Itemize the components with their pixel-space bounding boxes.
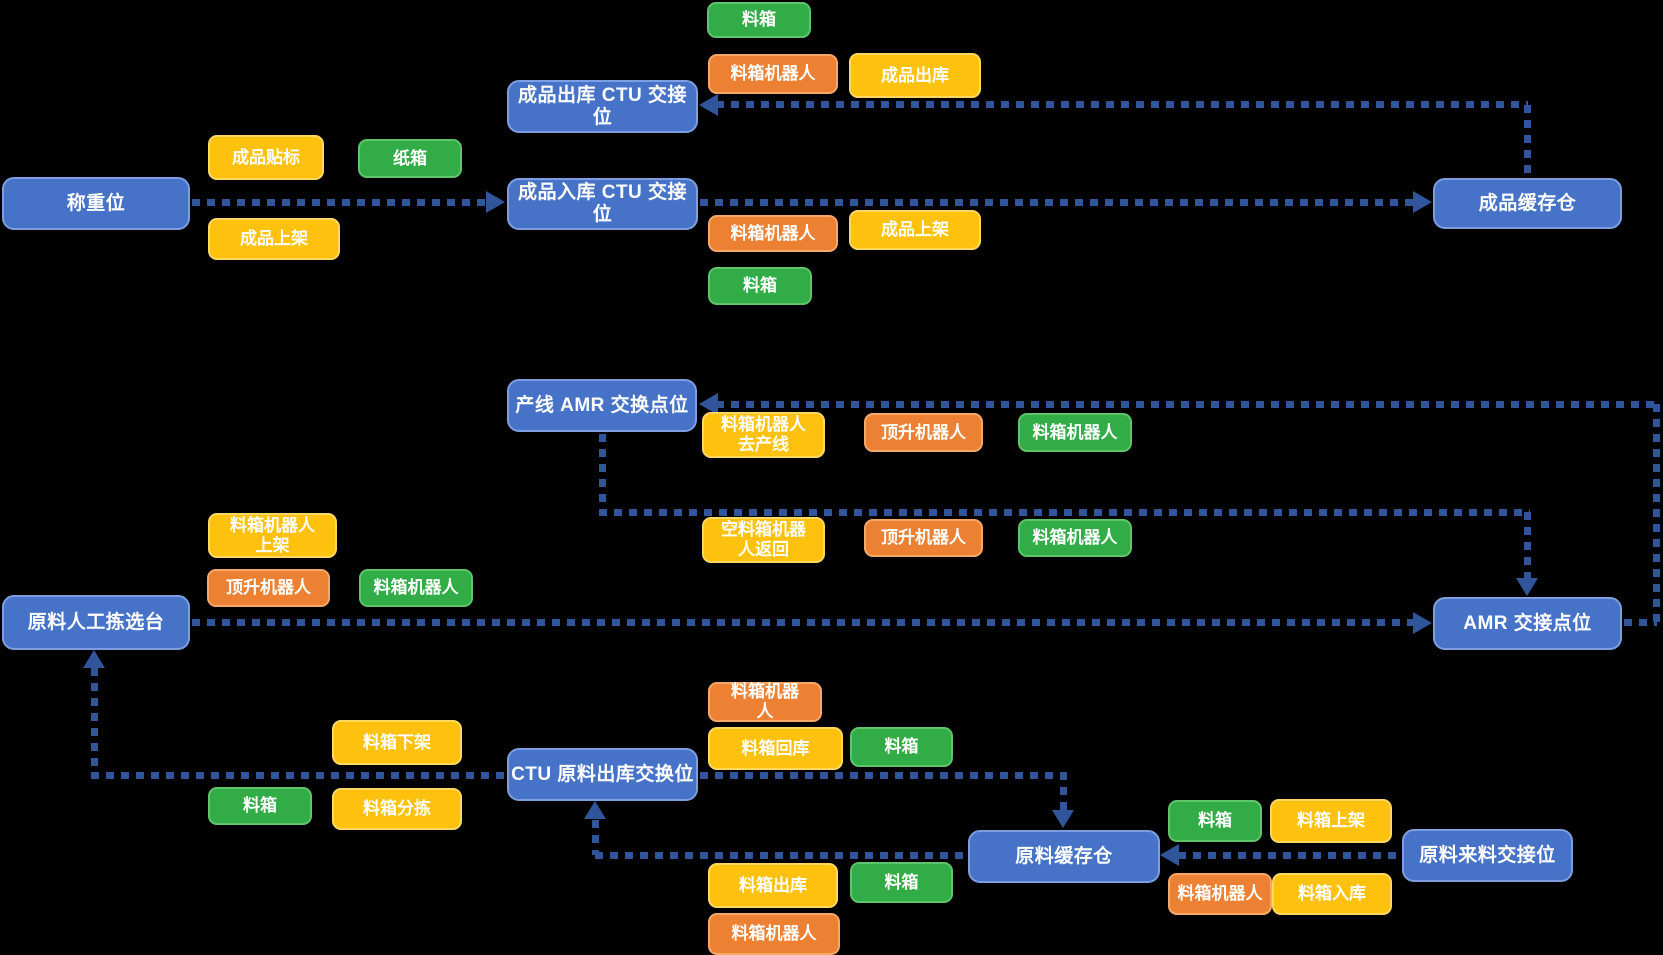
label-bin-right: 料箱 bbox=[1168, 800, 1262, 842]
node-rm-arrival-handover: 原料来料交接位 bbox=[1402, 829, 1573, 882]
node-manual-picking-table: 原料人工拣选台 bbox=[2, 595, 190, 650]
arrowhead-right-0 bbox=[486, 191, 505, 213]
dotted-line-horizontal-12 bbox=[91, 772, 505, 779]
node-line-amr-exchange: 产线 AMR 交换点位 bbox=[507, 379, 697, 432]
dotted-line-horizontal-4 bbox=[716, 401, 1657, 408]
label-fg-shelving-left: 成品上架 bbox=[208, 218, 340, 260]
label-fg-outbound: 成品出库 bbox=[849, 53, 981, 98]
node-fg-outbound-ctu: 成品出库 CTU 交接位 bbox=[507, 80, 698, 133]
arrowhead-left-2 bbox=[699, 94, 718, 116]
label-bin-bottom-left: 料箱 bbox=[208, 787, 312, 825]
arrowhead-left-8 bbox=[1160, 844, 1179, 866]
label-bin-low: 料箱 bbox=[850, 862, 953, 903]
dotted-line-vertical-11 bbox=[91, 668, 98, 775]
label-bin-robot-bottom: 料箱机器人 bbox=[708, 913, 840, 955]
label-bin-robot-row2: 料箱机器人 bbox=[1018, 519, 1132, 557]
label-lift-robot-row2: 顶升机器人 bbox=[864, 519, 983, 557]
label-bin-shelving-right: 料箱上架 bbox=[1270, 799, 1392, 843]
node-amr-handover-point: AMR 交接点位 bbox=[1433, 597, 1622, 650]
dotted-line-vertical-17 bbox=[592, 820, 599, 855]
node-ctu-rm-outbound: CTU 原料出库交换位 bbox=[507, 748, 698, 801]
label-bin-outbound: 料箱出库 bbox=[708, 863, 838, 908]
label-bin-mid: 料箱 bbox=[850, 727, 953, 767]
label-bin-robot-return: 料箱机器 人 bbox=[708, 682, 822, 722]
arrowhead-up-9 bbox=[584, 801, 606, 819]
dotted-line-vertical-3 bbox=[1524, 105, 1531, 178]
label-bin-inbound: 料箱入库 bbox=[1272, 873, 1392, 915]
dotted-line-horizontal-6 bbox=[1624, 619, 1657, 626]
dotted-line-vertical-5 bbox=[1653, 404, 1660, 622]
node-fg-inbound-ctu: 成品入库 CTU 交接位 bbox=[507, 178, 698, 230]
label-bin-robot-shelving: 料箱机器人 上架 bbox=[208, 513, 337, 558]
dotted-line-vertical-14 bbox=[1060, 772, 1067, 812]
arrowhead-down-5 bbox=[1516, 578, 1538, 596]
label-lift-robot-left: 顶升机器人 bbox=[207, 569, 330, 607]
label-fg-labeling: 成品贴标 bbox=[208, 135, 324, 180]
dotted-line-horizontal-1 bbox=[700, 199, 1413, 206]
arrowhead-right-4 bbox=[1413, 612, 1432, 634]
label-bin-top: 料箱 bbox=[707, 2, 811, 38]
label-bin-robot-row1: 料箱机器人 bbox=[1018, 413, 1132, 452]
arrowhead-down-7 bbox=[1052, 810, 1074, 828]
node-fg-buffer-warehouse: 成品缓存仓 bbox=[1433, 178, 1622, 229]
label-empty-bin-return: 空料箱机器 人返回 bbox=[702, 517, 825, 563]
label-bin-unshelving: 料箱下架 bbox=[332, 720, 462, 765]
label-bin-robot-top: 料箱机器人 bbox=[708, 54, 838, 94]
arrowhead-left-3 bbox=[699, 393, 718, 415]
node-weigh-station: 称重位 bbox=[2, 177, 190, 230]
node-rm-buffer-warehouse: 原料缓存仓 bbox=[968, 830, 1160, 883]
dotted-line-horizontal-16 bbox=[595, 852, 968, 859]
dotted-line-horizontal-15 bbox=[1178, 852, 1402, 859]
label-fg-shelving-right: 成品上架 bbox=[849, 210, 981, 250]
label-bin-robot-to-line: 料箱机器人 去产线 bbox=[702, 412, 825, 458]
dotted-line-horizontal-13 bbox=[700, 772, 1067, 779]
label-bin-robot-2: 料箱机器人 bbox=[708, 215, 838, 252]
label-lift-robot-row1: 顶升机器人 bbox=[864, 413, 983, 452]
dotted-line-horizontal-0 bbox=[192, 199, 488, 206]
arrowhead-right-1 bbox=[1413, 191, 1432, 213]
dotted-line-horizontal-7 bbox=[192, 619, 1413, 626]
label-carton: 纸箱 bbox=[358, 139, 462, 178]
label-bin-sorting: 料箱分拣 bbox=[332, 788, 462, 830]
dotted-line-horizontal-9 bbox=[599, 509, 1530, 516]
label-bin-robot-left: 料箱机器人 bbox=[359, 569, 473, 607]
dotted-line-vertical-8 bbox=[599, 434, 606, 512]
label-bin-robot-right: 料箱机器人 bbox=[1168, 873, 1272, 915]
label-bin-to-warehouse: 料箱回库 bbox=[708, 727, 843, 770]
label-bin-2: 料箱 bbox=[708, 267, 812, 305]
dotted-line-horizontal-2 bbox=[716, 101, 1528, 108]
dotted-line-vertical-10 bbox=[1524, 512, 1531, 578]
arrowhead-up-6 bbox=[83, 650, 105, 668]
